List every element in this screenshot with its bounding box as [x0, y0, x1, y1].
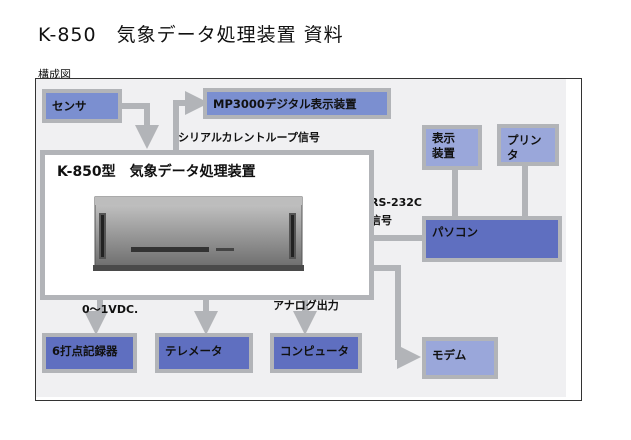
display-node: 表示 装置 [422, 125, 482, 170]
rack-unit-image [93, 196, 304, 271]
serial-signal-label: シリアルカレントループ信号 [178, 131, 320, 144]
main-to-modem-line [364, 265, 421, 369]
computer-node: コンピュータ [270, 333, 362, 373]
printer-node: プリンタ [497, 124, 559, 166]
rs232c-label-line1: RS-232C [370, 196, 422, 209]
recorder-node: 6打点記録器 [42, 333, 137, 373]
main-to-mp3000-line [173, 91, 209, 150]
main-to-recorder-line [84, 295, 108, 335]
main-device-box: K-850型 気象データ処理装置 [40, 150, 374, 300]
voltage-label: 0～1VDC. [82, 303, 139, 316]
page-title: K-850 気象データ処理装置 資料 [38, 24, 344, 46]
modem-node: モデム [422, 337, 498, 379]
telemeter-node: テレメータ [155, 333, 253, 373]
figure-frame [35, 78, 582, 401]
analog-output-label: アナログ出力 [273, 299, 339, 312]
figure-caption: 構成図 [38, 68, 71, 81]
rs232c-label-line2: 信号 [370, 214, 392, 227]
sensor-to-main-line [120, 103, 159, 149]
mp3000-node: MP3000デジタル表示装置 [203, 88, 391, 119]
main-device-label: K-850型 気象データ処理装置 [57, 164, 256, 180]
pc-node: パソコン [422, 216, 562, 262]
sensor-node: センサ [42, 89, 122, 123]
